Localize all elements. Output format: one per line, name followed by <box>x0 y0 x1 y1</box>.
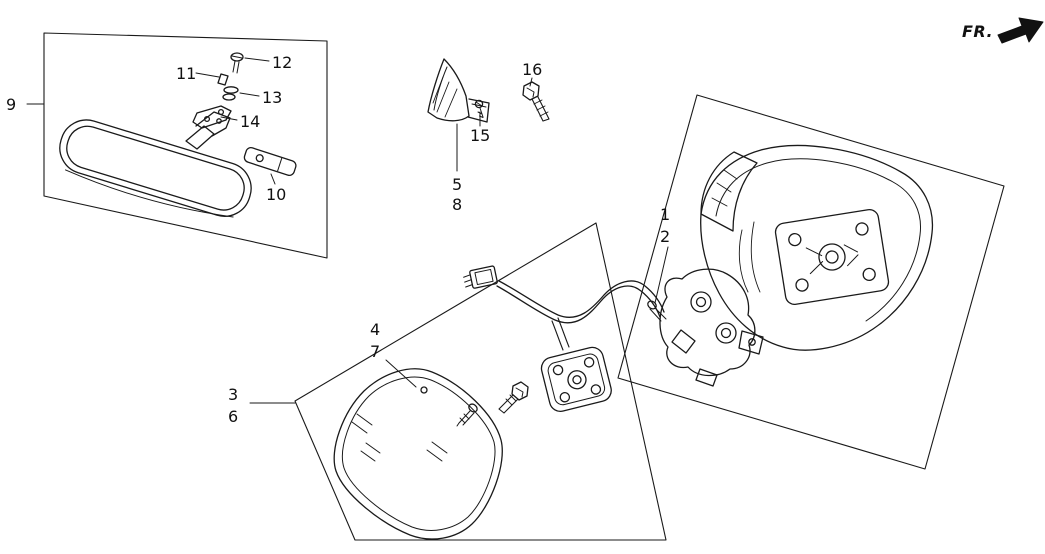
part-label-8: 8 <box>452 195 463 214</box>
door-mirror-housing-art <box>700 144 934 355</box>
door-mirror-actuator-art <box>647 268 756 387</box>
part-label-1: 1 <box>660 205 671 224</box>
part-label-12: 12 <box>272 53 293 72</box>
part-label-5: 5 <box>452 175 463 194</box>
part-label-16: 16 <box>522 60 543 79</box>
part-label-15: 15 <box>470 126 491 145</box>
mounting-bolt-art <box>522 81 550 122</box>
door-mirror-box-outline <box>617 94 1005 470</box>
mirror-mount-small-parts-art <box>192 52 244 129</box>
part-label-3: 3 <box>228 385 239 404</box>
part-label-10: 10 <box>266 185 287 204</box>
part-label-9: 9 <box>6 95 17 114</box>
fr-direction-text: FR. <box>962 22 994 41</box>
part-label-4: 4 <box>370 320 381 339</box>
part-label-7: 7 <box>370 342 381 361</box>
part-label-2: 2 <box>660 227 671 246</box>
part-label-11: 11 <box>176 64 197 83</box>
mirror-glass-art <box>333 368 503 540</box>
glass-box-outline <box>294 222 667 541</box>
clip-screw-art <box>474 99 484 118</box>
rearview-mirror-art <box>59 111 252 218</box>
part-label-13: 13 <box>262 88 283 107</box>
glass-actuator-art <box>540 346 612 413</box>
mirror-base-bracket-art <box>243 147 297 177</box>
fr-direction-label: FR. <box>962 22 993 41</box>
part-label-6: 6 <box>228 407 239 426</box>
inner-mirror-box-outline <box>43 32 328 259</box>
part-label-14: 14 <box>240 112 261 131</box>
glass-screws-art <box>456 381 529 427</box>
fr-direction-arrow-icon <box>997 17 1044 44</box>
wire-harness-art <box>463 265 665 351</box>
leader-lines <box>26 57 669 404</box>
